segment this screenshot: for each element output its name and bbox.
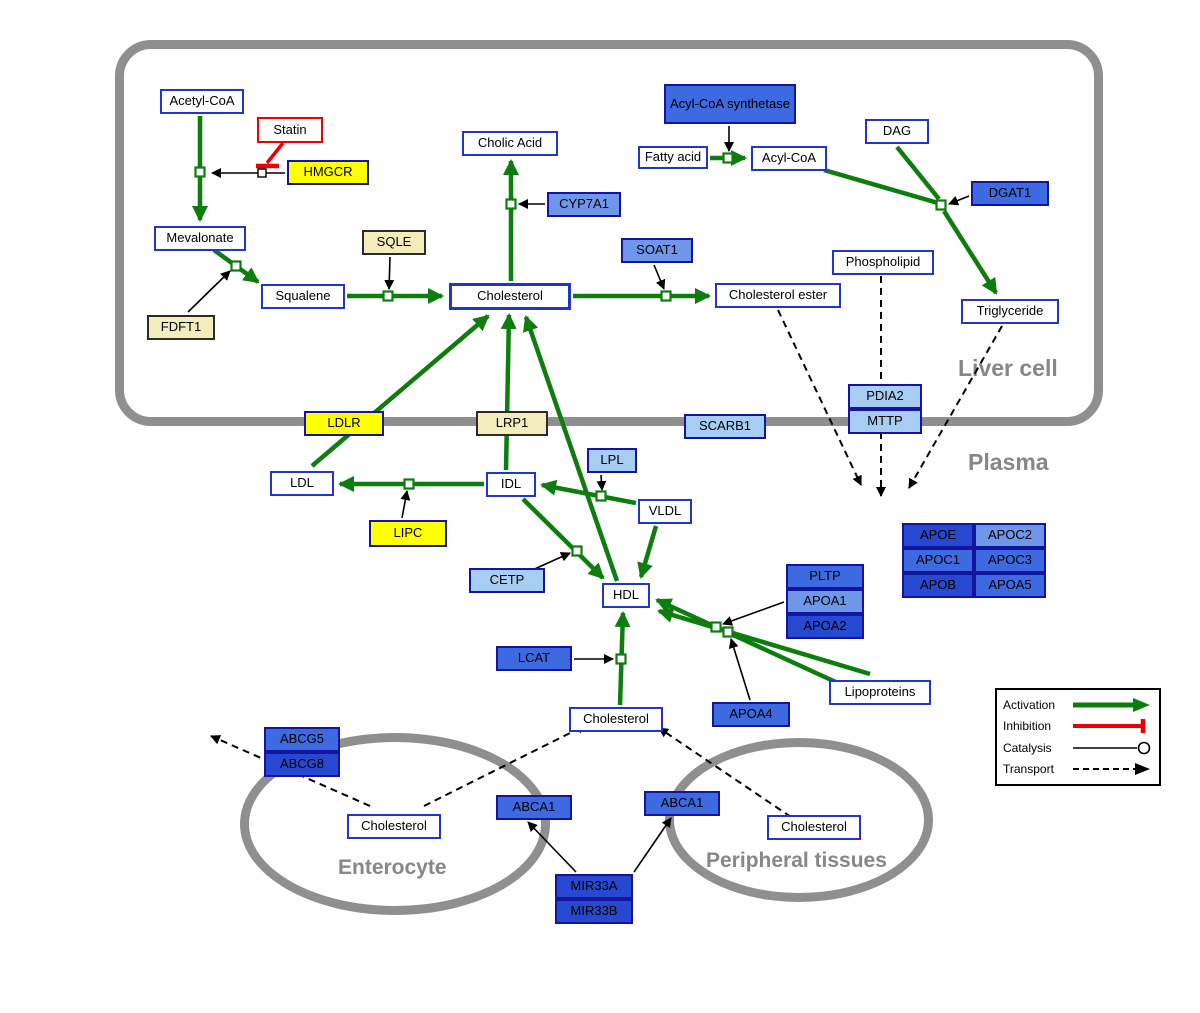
node-soat1: SOAT1 xyxy=(621,238,693,263)
legend-activation: Activation xyxy=(1003,695,1153,715)
node-squalene: Squalene xyxy=(261,284,345,309)
node-cholesterol-peripheral: Cholesterol xyxy=(767,815,861,840)
legend-transport: Transport xyxy=(1003,759,1153,779)
node-abcg5: ABCG5 xyxy=(264,727,340,752)
node-lipoproteins: Lipoproteins xyxy=(829,680,931,705)
plasma-label: Plasma xyxy=(968,449,1049,475)
node-cholesterol-ester: Cholesterol ester xyxy=(715,283,841,308)
node-hdl: HDL xyxy=(602,583,650,608)
legend-transport-label: Transport xyxy=(1003,762,1054,777)
node-apoa5: APOA5 xyxy=(974,573,1046,598)
node-acetyl-coa: Acetyl-CoA xyxy=(160,89,244,114)
node-fatty-acid: Fatty acid xyxy=(638,146,708,169)
legend-catalysis: Catalysis xyxy=(1003,738,1153,758)
enterocyte-label: Enterocyte xyxy=(338,856,447,879)
node-statin: Statin xyxy=(257,117,323,143)
node-apoa2: APOA2 xyxy=(786,614,864,639)
node-abca1-right: ABCA1 xyxy=(644,791,720,816)
legend-inhibition-label: Inhibition xyxy=(1003,719,1052,734)
node-lpl: LPL xyxy=(587,448,637,473)
node-ldlr: LDLR xyxy=(304,411,384,436)
node-cetp: CETP xyxy=(469,568,545,593)
legend-catalysis-label: Catalysis xyxy=(1003,740,1052,755)
node-acyl-coa: Acyl-CoA xyxy=(751,146,827,171)
node-mir33a: MIR33A xyxy=(555,874,633,899)
node-apoc3: APOC3 xyxy=(974,548,1046,573)
inhibition-tbar-icon xyxy=(1073,719,1146,734)
node-cyp7a1: CYP7A1 xyxy=(547,192,621,217)
node-sqle: SQLE xyxy=(362,230,426,255)
node-apoc2: APOC2 xyxy=(974,523,1046,548)
node-cholesterol-liver: Cholesterol xyxy=(449,283,571,310)
node-cholesterol-enterocyte: Cholesterol xyxy=(347,814,441,839)
node-mir33b: MIR33B xyxy=(555,899,633,924)
node-idl: IDL xyxy=(486,472,536,497)
peripheral-tissues-label: Peripheral tissues xyxy=(706,849,887,872)
node-cholesterol-plasma: Cholesterol xyxy=(569,707,663,732)
node-scarb1: SCARB1 xyxy=(684,414,766,439)
liver-cell-membrane xyxy=(115,40,1103,426)
legend: Activation Inhibition Catalysis Transpor… xyxy=(995,688,1161,786)
node-dgat1: DGAT1 xyxy=(971,181,1049,206)
node-vldl: VLDL xyxy=(638,499,692,524)
catalysis-circle-icon xyxy=(1073,741,1151,755)
node-mevalonate: Mevalonate xyxy=(154,226,246,251)
node-abca1-left: ABCA1 xyxy=(496,795,572,820)
node-dag: DAG xyxy=(865,119,929,144)
node-acyl-coa-synthetase: Acyl-CoA synthetase xyxy=(664,84,796,124)
node-ldl: LDL xyxy=(270,471,334,496)
node-phospholipid: Phospholipid xyxy=(832,250,934,275)
node-apob: APOB xyxy=(902,573,974,598)
node-apoa4: APOA4 xyxy=(712,702,790,727)
node-cholic-acid: Cholic Acid xyxy=(462,131,558,156)
node-mttp: MTTP xyxy=(848,409,922,434)
node-lipc: LIPC xyxy=(369,520,447,547)
node-triglyceride: Triglyceride xyxy=(961,299,1059,324)
node-apoa1: APOA1 xyxy=(786,589,864,614)
transport-dashed-arrow-icon xyxy=(1073,763,1150,776)
node-fdft1: FDFT1 xyxy=(147,315,215,340)
node-hmgcr: HMGCR xyxy=(287,160,369,185)
legend-inhibition: Inhibition xyxy=(1003,716,1153,736)
node-pdia2: PDIA2 xyxy=(848,384,922,409)
node-pltp: PLTP xyxy=(786,564,864,589)
activation-arrow-icon xyxy=(1073,697,1150,712)
liver-cell-label: Liver cell xyxy=(958,355,1058,381)
node-apoe: APOE xyxy=(902,523,974,548)
node-lcat: LCAT xyxy=(496,646,572,671)
node-abcg8: ABCG8 xyxy=(264,752,340,777)
legend-activation-label: Activation xyxy=(1003,697,1056,712)
node-apoc1: APOC1 xyxy=(902,548,974,573)
node-lrp1: LRP1 xyxy=(476,411,548,436)
